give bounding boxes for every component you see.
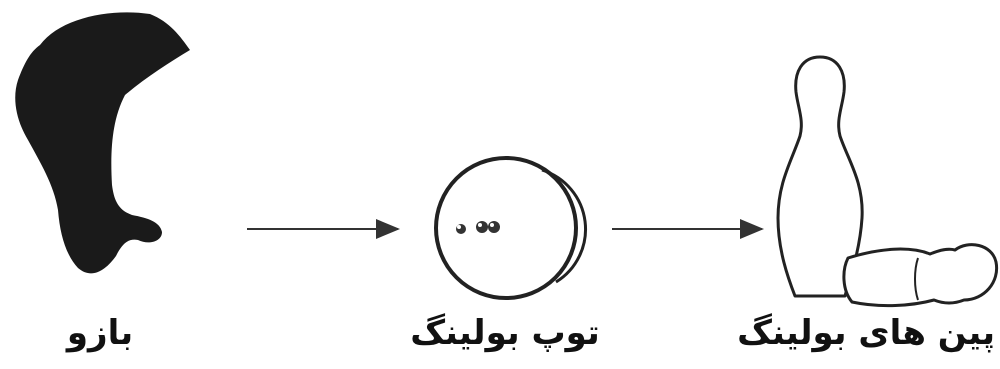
label-arm: بازو <box>20 308 180 358</box>
bowling-pins-icon <box>778 57 997 306</box>
fallen-pin <box>844 245 997 306</box>
label-bowling-ball: توپ بولینگ <box>400 308 610 358</box>
label-bowling-pins: پین های بولینگ <box>760 308 995 358</box>
arm-icon <box>15 12 190 273</box>
bowling-ball-icon <box>436 158 586 298</box>
